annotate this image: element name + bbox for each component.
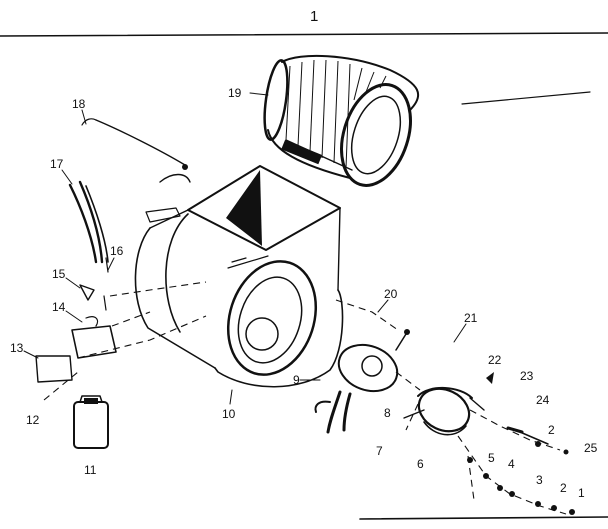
fastener-dots <box>467 457 575 515</box>
callout-20: 20 <box>384 287 398 301</box>
callout-1: 1 <box>578 486 585 500</box>
mounting-hardware <box>486 372 569 455</box>
blower-housing <box>134 207 344 388</box>
callout-2-lower: 2 <box>560 481 567 495</box>
frame-lines <box>0 32 608 520</box>
assembly-lines <box>43 281 567 515</box>
callout-18: 18 <box>72 97 86 111</box>
motor-mount-plate <box>314 329 410 434</box>
callout-23: 23 <box>520 369 534 383</box>
callout-6: 6 <box>417 457 424 471</box>
callout-4: 4 <box>508 457 515 471</box>
callout-14: 14 <box>52 300 66 314</box>
callout-19: 19 <box>228 86 242 100</box>
callout-leaders <box>23 92 467 405</box>
callout-10: 10 <box>222 407 236 421</box>
callout-15: 15 <box>52 267 66 281</box>
callout-11: 11 <box>84 463 97 477</box>
housing-top-opening <box>149 165 341 291</box>
callout-5: 5 <box>488 451 495 465</box>
blower-wheel <box>263 54 420 187</box>
motor-assembly <box>403 386 485 436</box>
callout-12: 12 <box>26 413 40 427</box>
callout-25: 25 <box>584 441 598 455</box>
callout-16: 16 <box>110 244 124 258</box>
callout-labels: 1 19 18 17 16 15 14 13 12 11 10 9 20 21 … <box>10 8 598 500</box>
callout-17: 17 <box>50 157 64 171</box>
callout-24: 24 <box>536 393 550 407</box>
callout-21: 21 <box>464 311 478 325</box>
callout-22: 22 <box>488 353 502 367</box>
callout-3: 3 <box>536 473 543 487</box>
callout-13: 13 <box>10 341 24 355</box>
capacitor <box>73 395 109 449</box>
callout-2-upper: 2 <box>548 423 555 437</box>
callout-8: 8 <box>384 406 391 420</box>
callout-7: 7 <box>376 444 383 458</box>
callout-9: 9 <box>293 373 300 387</box>
title-label: 1 <box>310 8 318 25</box>
